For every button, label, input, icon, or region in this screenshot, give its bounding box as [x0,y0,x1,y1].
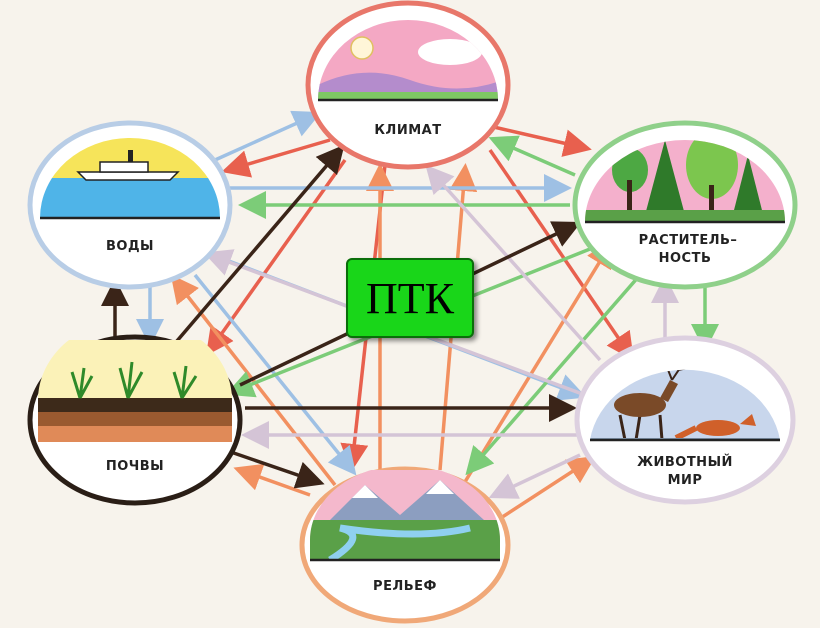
vegetation-illustration [585,140,785,222]
soils-label: ПОЧВЫ [106,459,164,474]
climate-illustration [318,20,498,100]
node-relief: РЕЛЬЕФ [299,466,511,624]
node-soils: ПОЧВЫ [27,334,243,506]
climate-label: КЛИМАТ [374,123,441,138]
node-waters: ВОДЫ [27,120,233,290]
animals-label-line2: МИР [668,473,703,488]
relief-label: РЕЛЬЕФ [373,579,437,594]
waters-label: ВОДЫ [106,239,154,254]
node-vegetation: РАСТИТЕЛЬ– НОСТЬ [572,120,798,290]
node-climate: КЛИМАТ [305,0,511,170]
vegetation-label-line2: НОСТЬ [659,251,712,266]
animals-label-line1: ЖИВОТНЫЙ [637,454,733,470]
soils-illustration [38,340,232,442]
node-animals: ЖИВОТНЫЙ МИР [574,335,796,505]
ptk-center-box: ПТК [346,258,474,338]
relief-illustration [310,470,500,560]
vegetation-label-line1: РАСТИТЕЛЬ– [639,233,738,248]
